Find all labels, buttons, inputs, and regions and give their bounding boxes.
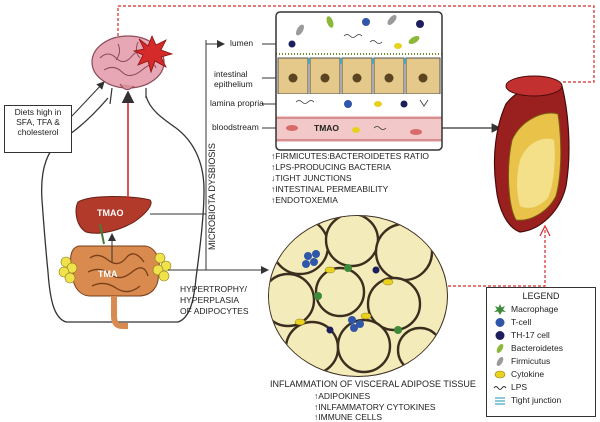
legend-label: Firmicutus — [511, 356, 551, 366]
liver-icon — [75, 196, 152, 234]
legend-label: Tight junction — [511, 395, 562, 405]
inflammation-item-3: ↑IMMUNE CELLS — [314, 412, 383, 422]
legend-item-firmicutes: Firmicutus — [493, 356, 593, 367]
lumen-label: lumen — [230, 38, 254, 48]
gut-layer-pointers — [262, 43, 276, 129]
legend-item-bacteroidetes: Bacteroidetes — [493, 343, 593, 354]
legend-item-lps: LPS — [493, 382, 593, 393]
gut-effect-1: ↑FIRMICUTES:BACTEROIDETES RATIO — [271, 151, 430, 161]
lps-icon — [493, 386, 507, 390]
macrophage-icon — [494, 304, 506, 315]
legend-item-macrophage: Macrophage — [493, 304, 593, 315]
bacteroidetes-icon — [496, 343, 504, 354]
legend-label: T-cell — [511, 317, 532, 327]
microbiota-dysbiosis-label: MICROBIOTA DYSBIOSIS — [207, 143, 217, 250]
legend-item-cytokine: Cytokine — [493, 369, 593, 380]
gut-effect-4: ↑INTESTINAL PERMEABILITY — [271, 184, 389, 194]
legend-item-th17: TH-17 cell — [493, 330, 593, 341]
intestinal-label: intestinal — [214, 69, 248, 79]
gut-effect-5: ↑ENDOTOXEMIA — [271, 195, 338, 205]
t-cell-icon — [495, 318, 505, 327]
brain-damage-burst-icon — [132, 34, 174, 74]
legend-label: Macrophage — [511, 304, 559, 314]
diet-box: Diets high in SFA, TFA & cholesterol — [4, 105, 72, 153]
inflammation-item-2: ↑INLFAMMATORY CYTOKINES — [314, 402, 436, 412]
epithelium-label: epithelium — [214, 79, 253, 89]
legend-item-t-cell: T-cell — [493, 317, 593, 328]
hypertrophy-label-2: HYPERPLASIA — [180, 295, 240, 305]
cytokine-icon — [494, 370, 506, 379]
gut-cross-section-frame — [275, 11, 443, 151]
gut-tma-label: TMA — [98, 269, 118, 279]
bloodstream-label: bloodstream — [212, 122, 259, 132]
inflammation-title: INFLAMMATION OF VISCERAL ADIPOSE TISSUE — [270, 379, 476, 389]
tight-junction-icon — [495, 397, 505, 405]
lamina-propria-label: lamina propria — [210, 98, 264, 108]
legend-label: Cytokine — [511, 369, 545, 379]
gut-cross-section — [276, 12, 442, 150]
legend-label: TH-17 cell — [511, 330, 550, 340]
liver-tmao-label: TMAO — [97, 208, 124, 218]
visceral-fat-left-icon — [58, 256, 78, 284]
th17-cell-icon — [495, 331, 505, 340]
diet-to-brain-arrow — [71, 81, 105, 117]
hypertrophy-label-1: HYPERTROPHY/ — [180, 284, 247, 294]
legend-box: LEGEND Macrophage T-cell TH-17 cell Bact… — [486, 287, 596, 417]
legend-label: Bacteroidetes — [511, 343, 563, 353]
neck-line — [109, 87, 147, 105]
artery-plaque-icon — [493, 75, 570, 233]
blood-tmao-label: TMAO — [314, 123, 340, 133]
gut-effect-2: ↑LPS-PRODUCING BACTERIA — [271, 162, 391, 172]
legend-label: LPS — [511, 382, 528, 392]
inflammation-item-1: ↑ADIPOKINES — [314, 391, 371, 401]
hypertrophy-label-3: OF ADIPOCYTES — [180, 306, 249, 316]
visceral-fat-right-icon — [152, 252, 172, 282]
adipose-tissue-icon — [268, 215, 448, 377]
diet-label: Diets high in SFA, TFA & cholesterol — [14, 107, 62, 137]
legend-title: LEGEND — [522, 291, 560, 301]
firmicutes-icon — [496, 356, 504, 367]
legend-item-tight-junction: Tight junction — [493, 395, 593, 406]
gut-effect-3: ↓TIGHT JUNCTIONS — [271, 173, 352, 183]
